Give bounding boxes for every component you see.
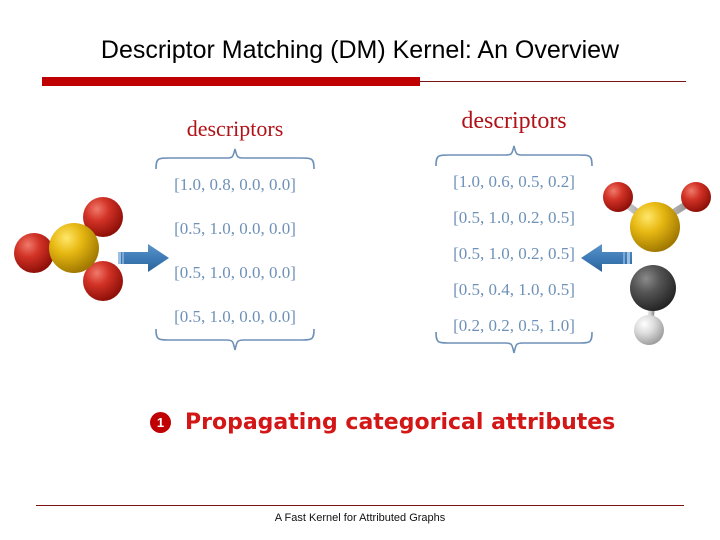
atom-sulfur xyxy=(630,202,680,252)
atom-oxygen xyxy=(83,261,123,301)
list-item: [0.5, 1.0, 0.0, 0.0] xyxy=(174,307,296,326)
title-rule-accent xyxy=(42,77,420,86)
left-descriptors-label: descriptors xyxy=(186,116,284,141)
list-item: [0.5, 0.4, 1.0, 0.5] xyxy=(453,280,575,299)
right-vector-list: [1.0, 0.6, 0.5, 0.2] [0.5, 1.0, 0.2, 0.5… xyxy=(432,169,596,349)
list-item: [1.0, 0.6, 0.5, 0.2] xyxy=(453,172,575,191)
arrow-left-icon xyxy=(578,242,632,274)
atom-carbon xyxy=(630,265,676,311)
right-brace-top-icon xyxy=(432,144,596,166)
right-descriptors-label: descriptors xyxy=(461,108,567,134)
list-item: [0.2, 0.2, 0.5, 1.0] xyxy=(453,316,575,335)
caption-label: Propagating categorical attributes xyxy=(185,410,616,435)
list-item: [0.5, 1.0, 0.0, 0.0] xyxy=(174,219,296,238)
caption: 1 Propagating categorical attributes xyxy=(150,410,615,435)
atom-oxygen xyxy=(14,233,54,273)
list-item: [1.0, 0.8, 0.0, 0.0] xyxy=(174,175,296,194)
left-molecule-diagram xyxy=(2,190,132,305)
right-brace-bottom-icon xyxy=(432,332,596,356)
list-item: [0.5, 1.0, 0.2, 0.5] xyxy=(453,244,575,263)
atom-oxygen xyxy=(681,182,711,212)
left-brace-bottom-icon xyxy=(152,329,318,353)
atom-hydrogen xyxy=(634,315,664,345)
list-item: [0.5, 1.0, 0.2, 0.5] xyxy=(453,208,575,227)
page-title: Descriptor Matching (DM) Kernel: An Over… xyxy=(100,36,620,64)
footer-label: A Fast Kernel for Attributed Graphs xyxy=(274,512,446,524)
atom-sulfur xyxy=(49,223,99,273)
right-molecule-diagram xyxy=(600,175,718,350)
left-vector-list: [1.0, 0.8, 0.0, 0.0] [0.5, 1.0, 0.0, 0.0… xyxy=(152,172,318,348)
arrow-right-icon xyxy=(118,242,170,274)
list-item: [0.5, 1.0, 0.0, 0.0] xyxy=(174,263,296,282)
footer-rule xyxy=(36,505,684,506)
atom-oxygen xyxy=(603,182,633,212)
step-number-badge: 1 xyxy=(150,412,171,433)
atom-oxygen xyxy=(83,197,123,237)
left-brace-top-icon xyxy=(152,147,318,169)
